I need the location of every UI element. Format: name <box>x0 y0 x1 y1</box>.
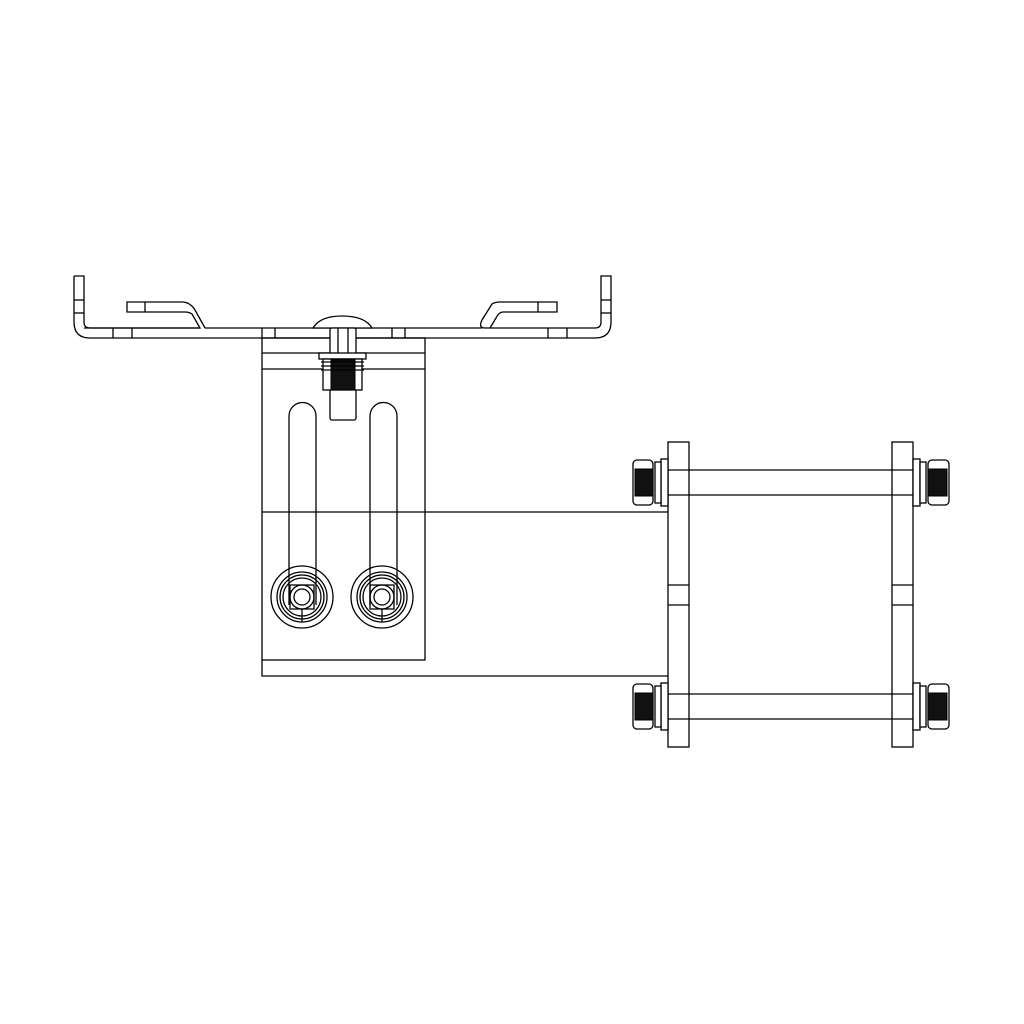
slot-right <box>369 401 398 605</box>
rod-nut-top-left <box>632 458 669 507</box>
slot-left <box>288 401 317 605</box>
clamp-plate-right <box>891 441 914 748</box>
bolt-with-nut <box>318 327 367 421</box>
clamp-assembly <box>632 441 950 748</box>
nut-left <box>270 565 334 629</box>
rod-nut-top-right <box>912 458 950 507</box>
rod-nut-bottom-right <box>912 682 950 731</box>
nut-right <box>350 565 414 629</box>
mounting-bracket <box>73 275 612 339</box>
rod-nut-bottom-left <box>632 682 669 731</box>
clamp-plate-left <box>667 441 690 748</box>
carriage-bolt-head <box>311 315 374 329</box>
